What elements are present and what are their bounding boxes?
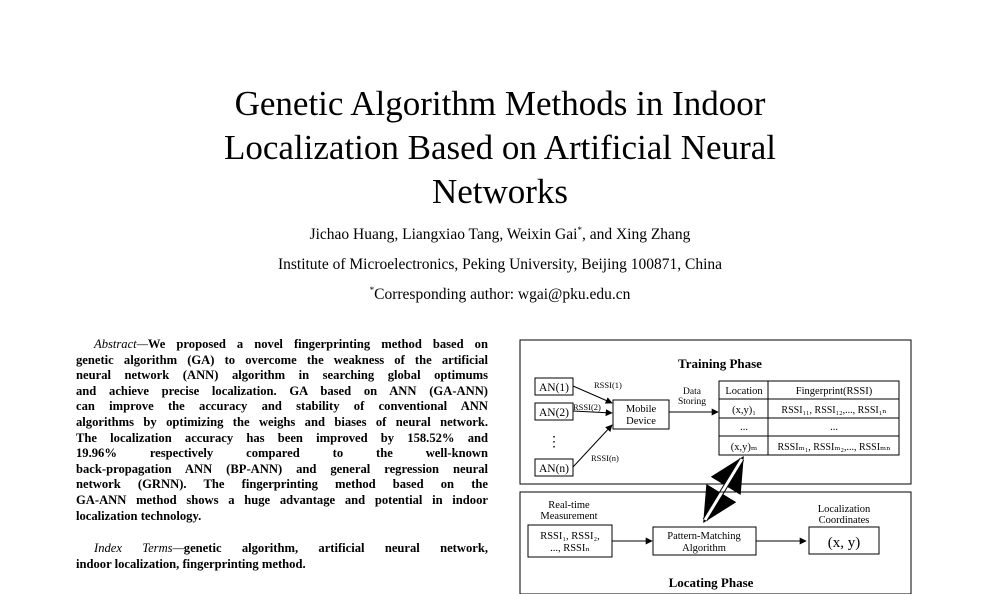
an-node-label: AN(1) — [539, 382, 569, 394]
abstract-label: Abstract — [94, 337, 137, 351]
data-storing-label: Storing — [678, 397, 706, 407]
realtime-label: Real-time — [548, 500, 590, 511]
table-cell: RSSIₘ₁, RSSIₘ₂,..., RSSIₘₙ — [777, 442, 890, 453]
table-cell: (x,y)₁ — [732, 405, 756, 416]
abstract-line: network (GRNN). The fingerprinting metho… — [76, 477, 488, 492]
authors-part: Jichao Huang, Liangxiao Tang, Weixin Gai — [309, 226, 578, 243]
rssi-label: RSSI(1) — [594, 380, 622, 390]
an-node-label: AN(2) — [539, 407, 569, 419]
abstract-line: genetic algorithm (GA) to overcome the w… — [76, 352, 488, 367]
abstract-line: GA-ANN method shows a huge advantage and… — [76, 492, 488, 507]
output-label: (x, y) — [828, 535, 861, 551]
abstract-line: localization technology. — [76, 508, 202, 523]
author-list: Jichao Huang, Liangxiao Tang, Weixin Gai… — [0, 226, 1000, 244]
index-terms-line: indoor localization, fingerprinting meth… — [76, 556, 306, 571]
abstract-line: neural network (ANN) algorithm in search… — [76, 368, 488, 383]
link-arrow-inner — [703, 458, 744, 521]
rssi-arrow — [572, 424, 613, 468]
pattern-matching-label: Pattern-Matching — [667, 531, 741, 542]
an-node-n — [534, 458, 574, 477]
table-cell: ... — [740, 422, 748, 433]
vdots-icon: ⋮ — [547, 435, 561, 450]
mobile-device-label: Device — [626, 416, 656, 427]
rssi-arrow — [572, 385, 613, 404]
index-terms-dash: — — [172, 541, 184, 555]
index-terms-label: Index Terms — [94, 541, 173, 555]
abstract-line: algorithms by optimizing the weighs and … — [76, 414, 488, 429]
title-line: Genetic Algorithm Methods in Indoor — [234, 84, 766, 123]
table-header: Fingerprint(RSSI) — [796, 386, 873, 397]
abstract-line: The localization accuracy has been impro… — [76, 430, 488, 445]
paper-title: Genetic Algorithm Methods in Indoor Loca… — [100, 82, 900, 214]
data-storing-label: Data — [683, 387, 702, 397]
rssi-input-label: ..., RSSIₙ — [550, 543, 590, 554]
corresponding-email: Corresponding author: wgai@pku.edu.cn — [374, 286, 631, 303]
mobile-device-label: Mobile — [626, 404, 657, 415]
corresponding-mark: * — [369, 285, 375, 295]
abstract-line: 19.96% respectively compared to the well… — [76, 446, 488, 461]
authors-part: , and Xing Zhang — [581, 226, 691, 243]
realtime-label: Measurement — [540, 511, 597, 522]
title-line: Localization Based on Artificial Neural — [223, 128, 777, 167]
rssi-input-label: RSSI₁, RSSI₂, — [540, 531, 600, 542]
fingerprint-table — [718, 380, 900, 456]
locating-phase-frame — [519, 491, 912, 594]
abstract-line: can improve the accuracy and stability o… — [76, 399, 488, 414]
title-line: Networks — [431, 172, 569, 211]
output-box — [808, 526, 880, 555]
training-phase-label: Training Phase — [678, 356, 762, 371]
index-terms-line: Index Terms—genetic algorithm, artificia… — [76, 541, 488, 557]
rssi-label: RSSI(n) — [591, 453, 619, 463]
rssi-arrow — [572, 409, 613, 417]
abstract-text: We proposed a novel fingerprinting metho… — [147, 337, 488, 351]
mobile-device-box — [612, 399, 670, 430]
an-node-label: AN(n) — [539, 463, 569, 475]
table-cell: ... — [830, 422, 838, 433]
rssi-label: RSSI(2) — [573, 402, 601, 412]
abstract-line: Abstract—We proposed a novel fingerprint… — [76, 337, 488, 353]
abstract-line: and achieve precise localization. GA bas… — [76, 383, 488, 398]
corresponding-author: *Corresponding author: wgai@pku.edu.cn — [0, 286, 1000, 304]
table-cell: (x,y)ₘ — [731, 442, 758, 453]
localization-label: Coordinates — [819, 515, 870, 526]
table-cell: RSSI₁₁, RSSI₁₂,..., RSSI₁ₙ — [781, 405, 886, 416]
locating-phase-label: Locating Phase — [669, 575, 754, 590]
index-terms-text: genetic algorithm, artificial neural net… — [183, 541, 489, 555]
abstract-line: back-propagation ANN (BP-ANN) and genera… — [76, 461, 488, 476]
affiliation: Institute of Microelectronics, Peking Un… — [277, 256, 723, 273]
corresponding-mark: * — [577, 225, 582, 235]
pattern-matching-label: Algorithm — [682, 543, 726, 554]
localization-label: Localization — [818, 504, 871, 515]
index-terms: Index Terms—genetic algorithm, artificia… — [76, 541, 488, 572]
abstract: Abstract—We proposed a novel fingerprint… — [76, 337, 488, 524]
table-header: Location — [725, 386, 763, 397]
abstract-dash: — — [136, 337, 148, 351]
